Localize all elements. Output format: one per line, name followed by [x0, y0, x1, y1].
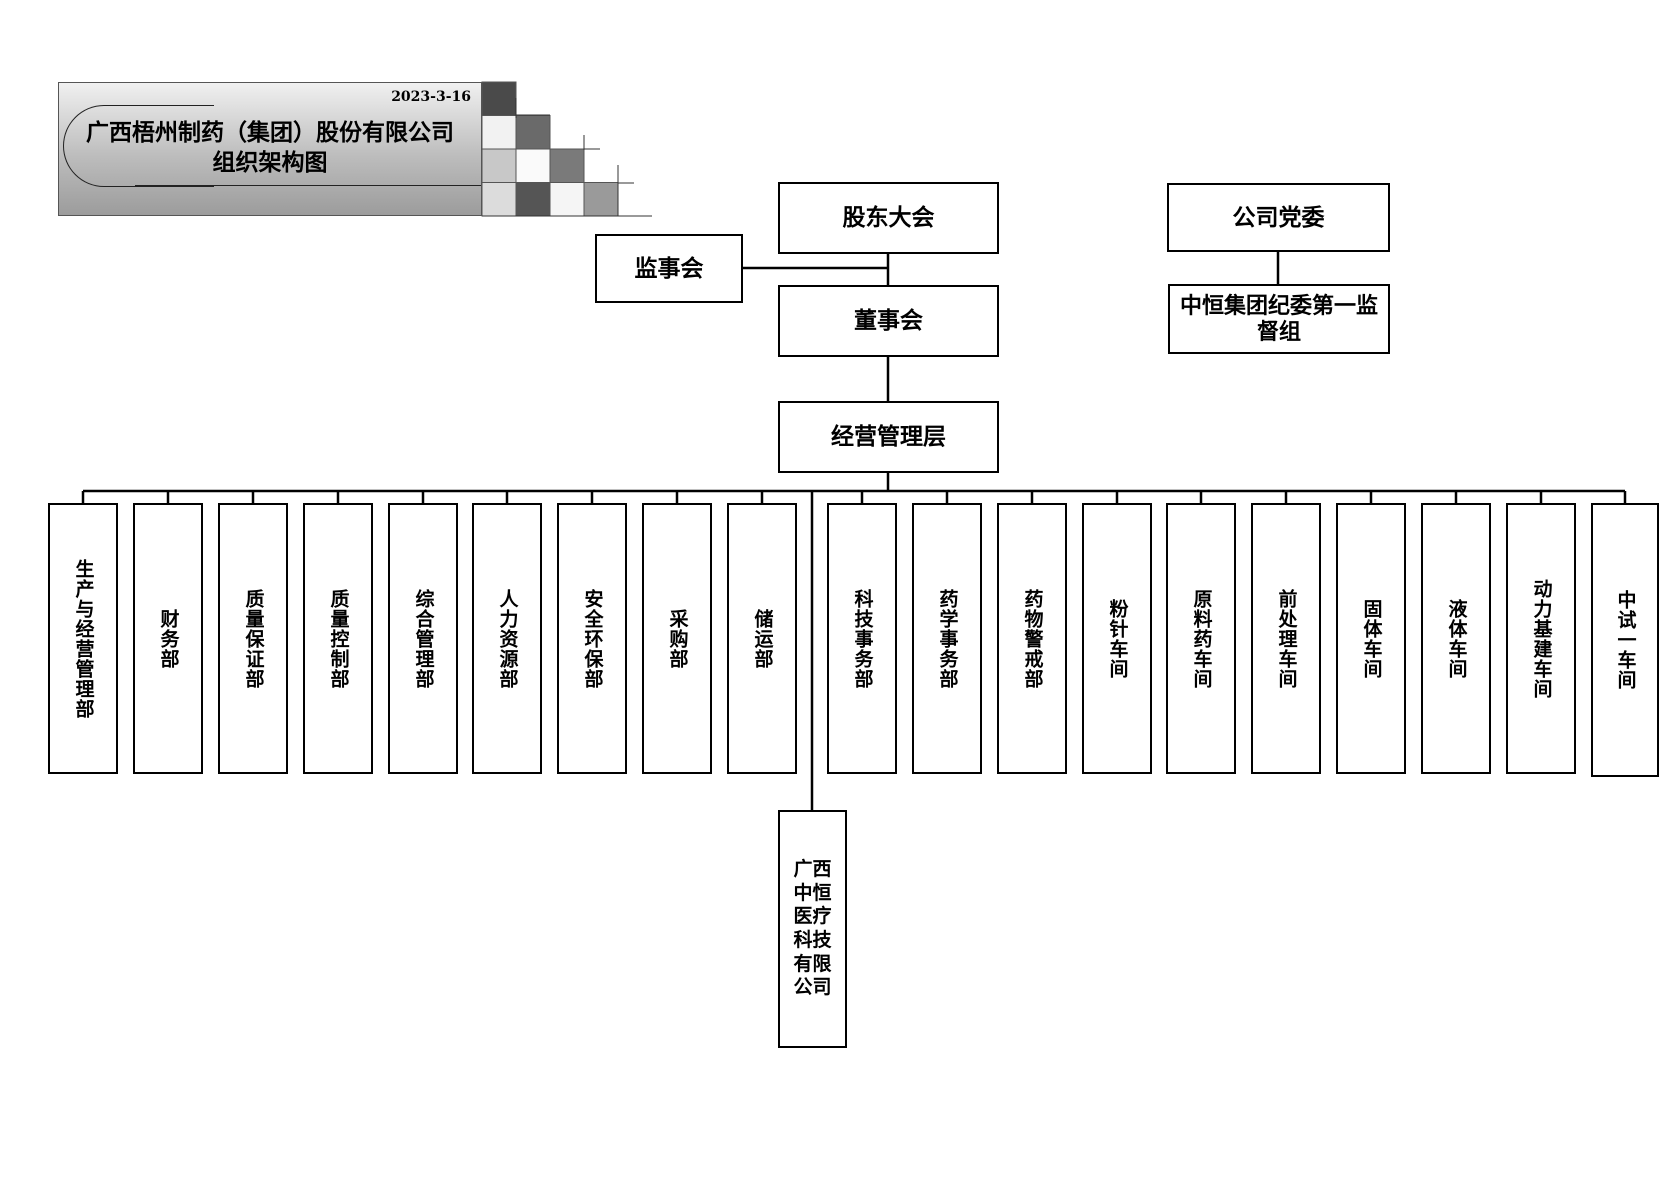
department-label: 前处理车间 — [1275, 588, 1298, 689]
company-title: 广西梧州制药（集团）股份有限公司 — [86, 119, 454, 146]
department-label: 质量控制部 — [327, 588, 350, 689]
shareholders-box: 股东大会 — [778, 182, 999, 254]
connector-lines — [81, 252, 1627, 810]
department-label: 储运部 — [751, 608, 774, 669]
department-label: 固体车间 — [1360, 598, 1383, 679]
board-label: 董事会 — [854, 307, 923, 335]
department-box: 质量控制部 — [303, 503, 373, 774]
department-box: 人力资源部 — [472, 503, 542, 774]
subsidiary-label: 广西中恒医疗科技有限公司 — [793, 858, 832, 999]
department-box: 财务部 — [133, 503, 203, 774]
party-committee-label: 公司党委 — [1232, 203, 1325, 231]
banner-grid-cell — [481, 115, 517, 150]
banner-grid-cell — [481, 148, 517, 183]
subsidiary-box: 广西中恒医疗科技有限公司 — [778, 810, 847, 1048]
department-label: 质量保证部 — [242, 588, 265, 689]
department-box: 质量保证部 — [218, 503, 288, 774]
department-box: 药物警戒部 — [997, 503, 1067, 774]
department-box: 前处理车间 — [1251, 503, 1321, 774]
department-label: 科技事务部 — [851, 588, 874, 689]
banner-grid-cell — [481, 81, 517, 116]
department-box: 动力基建车间 — [1506, 503, 1576, 774]
banner-grid-cell — [481, 182, 517, 217]
management-label: 经营管理层 — [831, 423, 946, 451]
discipline-group-box: 中恒集团纪委第一监督组 — [1168, 284, 1390, 354]
department-box: 科技事务部 — [827, 503, 897, 774]
chart-date: 2023-3-16 — [391, 89, 471, 105]
department-box: 原料药车间 — [1166, 503, 1236, 774]
banner-arc — [63, 105, 214, 187]
department-box: 液体车间 — [1421, 503, 1491, 774]
party-committee-box: 公司党委 — [1167, 183, 1390, 252]
department-box: 药学事务部 — [912, 503, 982, 774]
department-label: 药物警戒部 — [1021, 588, 1044, 689]
department-label: 财务部 — [157, 608, 180, 669]
department-box: 生产与经营管理部 — [48, 503, 118, 774]
department-label: 动力基建车间 — [1530, 578, 1553, 699]
department-label: 生产与经营管理部 — [72, 558, 95, 719]
department-label: 人力资源部 — [496, 588, 519, 689]
department-box: 综合管理部 — [388, 503, 458, 774]
department-box: 采购部 — [642, 503, 712, 774]
chart-title: 组织架构图 — [212, 149, 328, 176]
department-box: 粉针车间 — [1082, 503, 1152, 774]
department-label: 液体车间 — [1445, 598, 1468, 679]
department-box: 固体车间 — [1336, 503, 1406, 774]
department-label: 药学事务部 — [936, 588, 959, 689]
shareholders-label: 股东大会 — [842, 204, 935, 232]
board-box: 董事会 — [778, 285, 999, 357]
department-box: 储运部 — [727, 503, 797, 774]
banner-grid-cell — [583, 182, 619, 217]
discipline-group-label: 中恒集团纪委第一监督组 — [1179, 292, 1378, 345]
department-box: 安全环保部 — [557, 503, 627, 774]
banner-grid-cell — [515, 148, 551, 183]
banner-grid-cell — [549, 148, 585, 183]
banner-grid-cell — [515, 115, 551, 150]
supervisors-box: 监事会 — [595, 234, 743, 303]
banner-grid-cell — [515, 182, 551, 217]
department-label: 粉针车间 — [1106, 598, 1129, 679]
management-box: 经营管理层 — [778, 401, 999, 473]
title-banner: 2023-3-16 广西梧州制药（集团）股份有限公司 组织架构图 — [58, 82, 482, 216]
department-box: 中试一车间 — [1591, 503, 1659, 777]
department-label: 中试一车间 — [1614, 590, 1637, 690]
department-label: 安全环保部 — [581, 588, 604, 689]
department-label: 综合管理部 — [412, 588, 435, 689]
banner-rule — [135, 185, 481, 186]
department-label: 采购部 — [666, 608, 689, 669]
banner-grid-decoration — [481, 81, 652, 217]
department-label: 原料药车间 — [1190, 588, 1213, 689]
banner-grid-cell — [549, 182, 585, 217]
supervisors-label: 监事会 — [634, 254, 704, 282]
